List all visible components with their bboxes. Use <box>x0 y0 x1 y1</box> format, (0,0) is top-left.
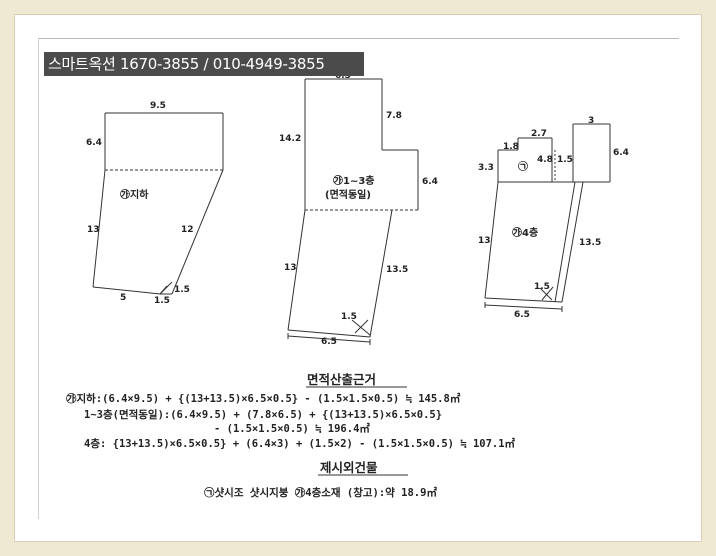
floors13-dim-right-lower: 13.5 <box>386 265 408 275</box>
floor4-dim-step-left: 1.8 <box>503 142 519 152</box>
floors-1-3-outline <box>287 78 419 345</box>
excluded-line: ㉠샷시조 샷시지붕 ㉮4층소재 (창고):약 18.9㎡ <box>204 486 437 499</box>
basement-dim-top: 9.5 <box>150 101 166 111</box>
floor4-dim-mid-height: 4.8 <box>537 155 553 165</box>
floors13-label-line1: ㉮1~3층 <box>333 174 375 187</box>
contact-banner: 스마트옥션 1670-3855 / 010-4949-3855 <box>44 52 364 76</box>
floor-plan-document <box>38 38 679 519</box>
floor4-dim-left-lower: 13 <box>478 236 491 246</box>
floors13-dim-left-upper: 14.2 <box>279 134 301 144</box>
floor4-dim-left-short: 3.3 <box>478 163 494 173</box>
floor-4-outline <box>484 123 611 312</box>
floors13-dim-notch: 1.5 <box>341 312 357 322</box>
basement-outline <box>92 112 224 295</box>
basement-label: ㉮지하 <box>120 188 149 201</box>
floors13-dim-bottom: 6.5 <box>321 337 337 347</box>
floor4-dim-step-top: 2.7 <box>531 129 547 139</box>
basement-dim-left-lower: 13 <box>87 225 100 235</box>
floor4-label: ㉮4층 <box>512 226 538 239</box>
basement-dim-bottom: 5 <box>120 293 126 303</box>
area-calc-line-1: ㉮지하:(6.4×9.5) + {(13+13.5)×6.5×0.5} - (1… <box>66 392 461 405</box>
area-calc-title: 면적산출근거 <box>307 372 376 387</box>
floors13-label-line2: (면적동일) <box>325 188 371 201</box>
area-calc-line-2: 1~3층(면적동일):(6.4×9.5) + (7.8×6.5) + {(13+… <box>84 408 442 421</box>
basement-dim-left-upper: 6.4 <box>86 138 102 148</box>
area-calc-line-4: 4층: {13+13.5)×6.5×0.5} + (6.4×3) + (1.5×… <box>84 437 516 450</box>
basement-dim-notch-h: 1.5 <box>154 296 170 306</box>
floors13-dim-left-lower: 13 <box>284 263 297 273</box>
floor4-dim-right-upper: 6.4 <box>613 148 629 158</box>
floor4-dim-bottom: 6.5 <box>514 310 530 320</box>
floor4-dim-right-lower: 13.5 <box>579 238 601 248</box>
floor4-dim-top-right: 3 <box>588 116 594 126</box>
floors13-dim-right-mid: 6.4 <box>422 177 438 187</box>
floor4-dim-notch: 1.5 <box>534 282 550 292</box>
excluded-title: 제시외건물 <box>320 460 378 475</box>
floor4-annex-label: ㉠ <box>518 160 528 173</box>
floors13-dim-upper-step: 7.8 <box>386 111 402 121</box>
floors13-dim-top: 6.5 <box>335 71 351 81</box>
basement-dim-notch-v: 1.5 <box>174 285 190 295</box>
area-calc-line-3: - (1.5×1.5×0.5) ≒ 196.4㎡ <box>214 422 370 435</box>
basement-dim-right-lower: 12 <box>181 225 194 235</box>
floor4-dim-mid-width: 1.5 <box>557 155 573 165</box>
